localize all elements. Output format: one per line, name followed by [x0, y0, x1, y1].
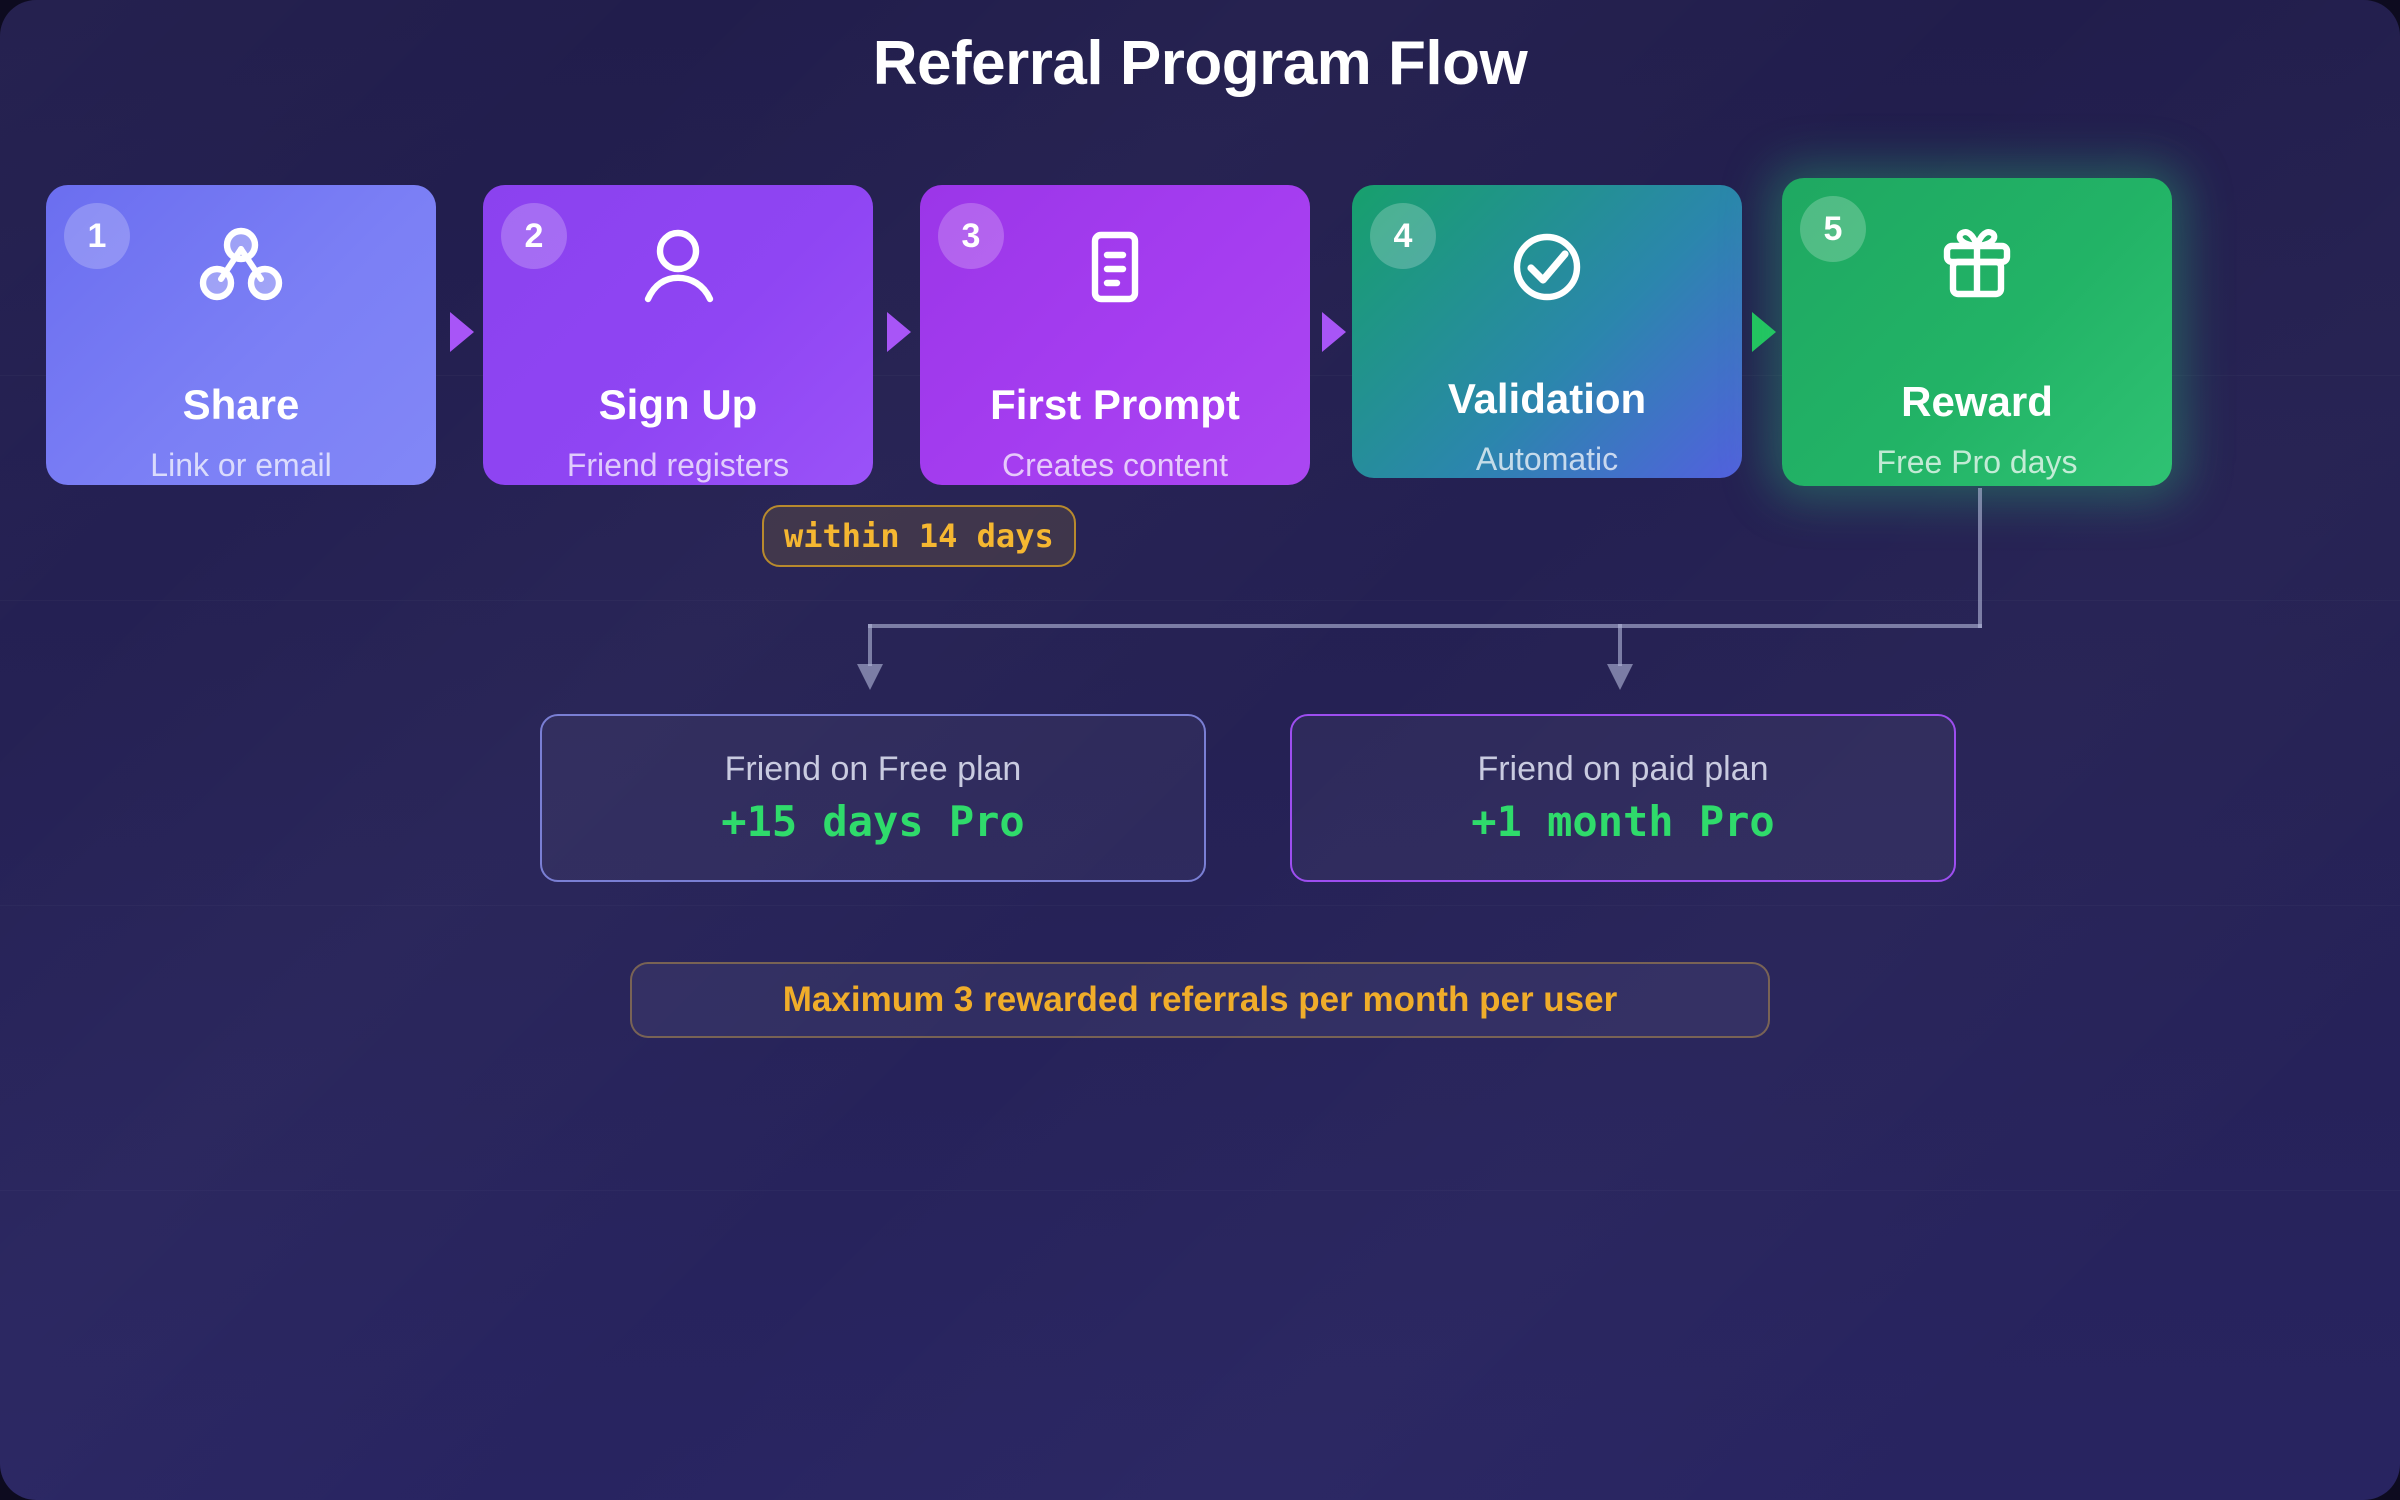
connector-line-branch-left — [868, 624, 872, 666]
connector-line-horizontal — [868, 624, 1982, 628]
step-subtitle: Free Pro days — [1876, 444, 2078, 480]
step-card-first-prompt[interactable]: 3 First Prompt Creates content — [920, 185, 1310, 485]
step-card-share[interactable]: 1 Share Link or email — [46, 185, 436, 485]
step-number-badge: 1 — [64, 203, 130, 269]
background-band — [0, 1190, 2400, 1191]
step-subtitle: Friend registers — [566, 447, 790, 483]
step-number-badge: 5 — [1800, 196, 1866, 262]
flow-arrow-icon — [450, 312, 474, 352]
gift-icon — [1782, 212, 2172, 308]
connector-line-branch-right — [1618, 624, 1622, 666]
share-nodes-icon — [46, 219, 436, 315]
outcome-label: Friend on Free plan — [724, 750, 1022, 788]
outcome-box-paid-plan[interactable]: Friend on paid plan +1 month Pro — [1290, 714, 1956, 882]
step-number-badge: 2 — [501, 203, 567, 269]
document-icon — [920, 219, 1310, 315]
background-band — [0, 600, 2400, 601]
limit-note: Maximum 3 rewarded referrals per month p… — [630, 962, 1770, 1038]
step-title: First Prompt — [990, 381, 1240, 428]
background-band — [0, 905, 2400, 906]
timing-badge: within 14 days — [762, 505, 1076, 567]
page-title: Referral Program Flow — [872, 29, 1528, 98]
step-title: Validation — [1447, 375, 1647, 422]
step-subtitle: Link or email — [150, 447, 332, 483]
connector-arrowhead-icon — [1607, 664, 1633, 690]
outcome-value: +15 days Pro — [721, 797, 1025, 846]
outcome-value: +1 month Pro — [1471, 797, 1775, 846]
flow-arrow-icon — [1752, 312, 1776, 352]
step-title: Share — [182, 381, 300, 428]
step-card-validation[interactable]: 4 Validation Automatic — [1352, 185, 1742, 478]
step-title: Sign Up — [598, 381, 758, 428]
step-card-reward[interactable]: 5 Reward Free Pro days — [1782, 178, 2172, 486]
connector-line-vertical — [1978, 488, 1982, 628]
connector-arrowhead-icon — [857, 664, 883, 690]
outcome-box-free-plan[interactable]: Friend on Free plan +15 days Pro — [540, 714, 1206, 882]
user-icon — [483, 219, 873, 315]
step-card-sign-up[interactable]: 2 Sign Up Friend registers — [483, 185, 873, 485]
step-subtitle: Automatic — [1475, 441, 1619, 477]
flow-arrow-icon — [1322, 312, 1346, 352]
step-number-badge: 4 — [1370, 203, 1436, 269]
check-circle-icon — [1352, 219, 1742, 315]
step-subtitle: Creates content — [1002, 447, 1228, 483]
step-title: Reward — [1901, 378, 2053, 425]
flow-arrow-icon — [887, 312, 911, 352]
step-number-badge: 3 — [938, 203, 1004, 269]
outcome-label: Friend on paid plan — [1477, 750, 1769, 788]
